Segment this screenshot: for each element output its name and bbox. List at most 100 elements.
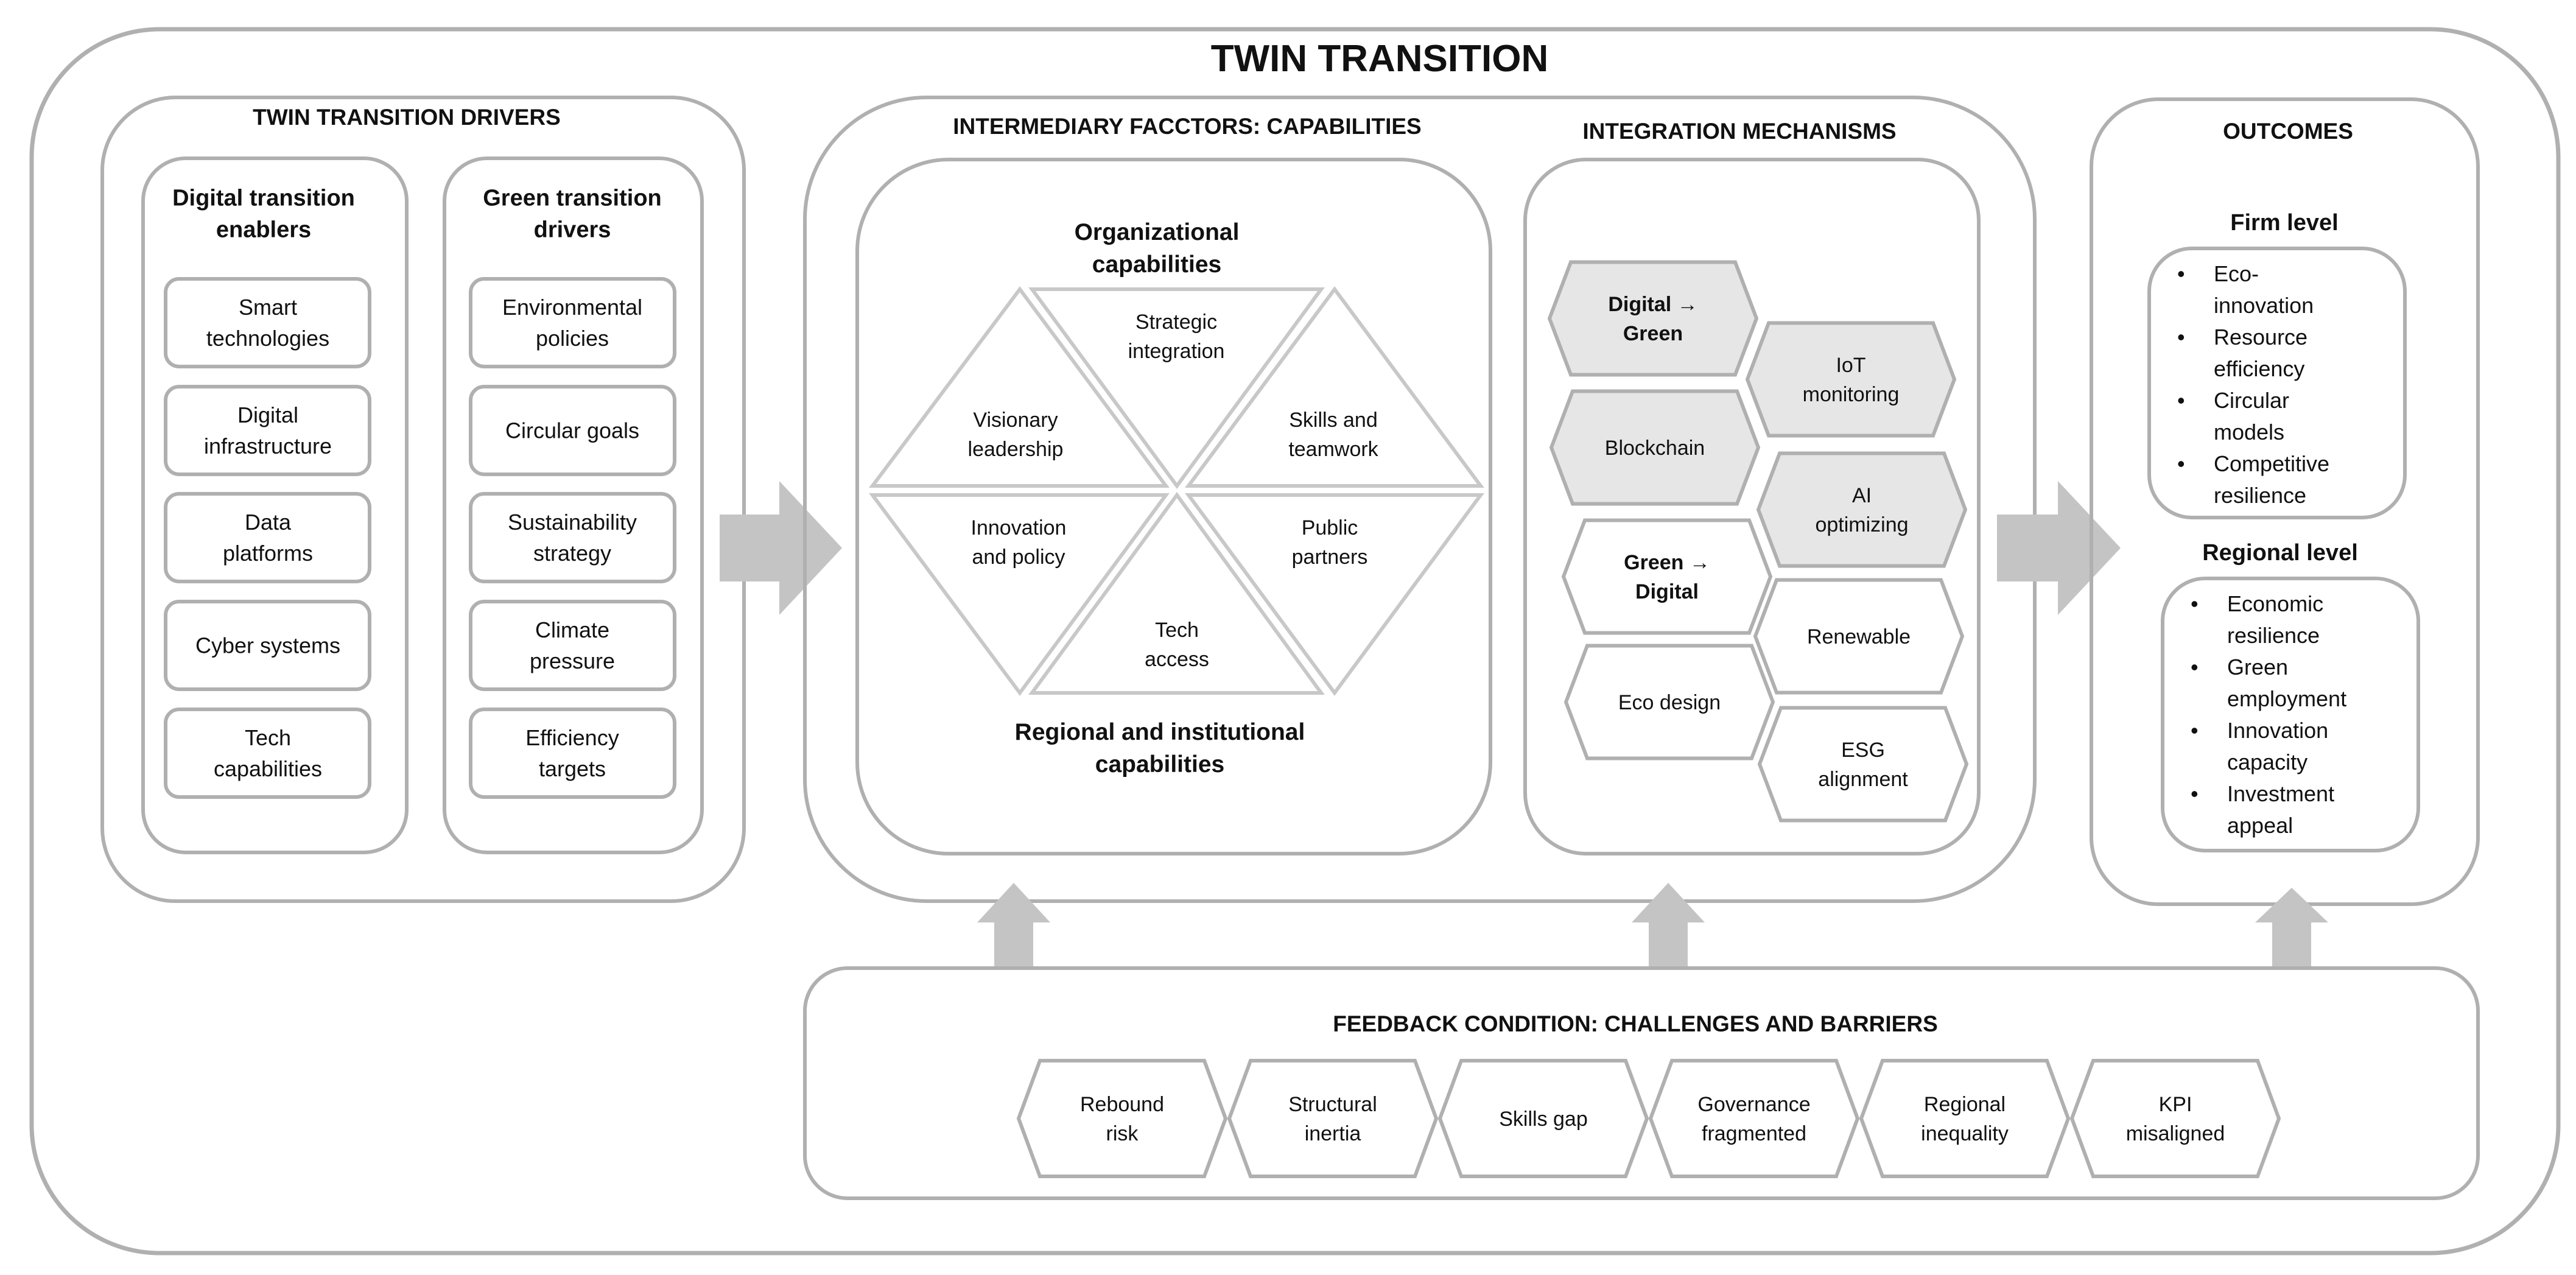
digital-enabler-data-platforms-label-line: Data [245, 510, 292, 535]
feedback-panel [803, 966, 2480, 1200]
integration-green-digital-label-line: Digital [1635, 580, 1699, 603]
digital-enabler-cyber-systems-label: Cyber systems [195, 633, 340, 658]
firm-outcome-resource-efficiency-label-line: Resource [2214, 325, 2308, 349]
organizational-capabilities-label-line: capabilities [1092, 251, 1221, 278]
integration-green-digital-hexagon [1561, 518, 1773, 635]
regional-outcome-innovation-capacity-label-line: Innovation [2227, 718, 2328, 743]
capability-tech-access-triangle [1028, 491, 1325, 695]
barrier-governance-fragmented-hexagon [1648, 1059, 1860, 1178]
diagram-title: TWIN TRANSITION [1211, 38, 1549, 80]
firm-outcome-eco-innovation-label: Eco-innovation [2214, 261, 2314, 318]
firm-outcome-competitive-resilience-label-line: Competitive [2214, 451, 2329, 476]
barrier-skills-gap-label: Skills gap [1499, 1108, 1588, 1131]
green-driver-environmental-policies-label-line: Environmental [502, 295, 642, 320]
integration-ai-optimizing-hexagon [1756, 451, 1968, 568]
digital-enabler-cyber-systems-box [164, 600, 371, 691]
firm-level-heading: Firm level [2230, 210, 2338, 236]
regional-outcome-green-employment-bullet: • [2191, 655, 2199, 680]
integration-digital-green-label-line: Green [1623, 322, 1683, 345]
integration-esg-alignment-label-line: alignment [1818, 768, 1908, 791]
firm-outcome-eco-innovation-label-line: innovation [2214, 293, 2314, 318]
arrow-feedback-to-outcomes [2255, 888, 2328, 968]
integration-eco-design-label-line: Eco design [1618, 691, 1721, 714]
drivers-panel [100, 96, 746, 903]
barrier-governance-fragmented-label-line: fragmented [1702, 1122, 1806, 1145]
digital-enabler-cyber-systems-label-line: Cyber systems [195, 633, 340, 658]
barrier-kpi-misaligned-label-line: KPI [2159, 1093, 2192, 1116]
green-driver-efficiency-targets-box [469, 708, 676, 799]
digital-enabler-tech-capabilities-label-line: Tech [245, 725, 291, 750]
green-driver-efficiency-targets-label-line: Efficiency [525, 725, 619, 750]
green-driver-sustainability-strategy-label-line: strategy [533, 541, 611, 566]
middle-panel [803, 96, 2037, 903]
integration-digital-green-label-line: Digital → [1608, 293, 1697, 316]
green-drivers-heading-line: drivers [534, 217, 611, 242]
integration-renewable-hexagon [1753, 578, 1965, 695]
integration-iot-monitoring-label-line: monitoring [1803, 383, 1900, 406]
green-driver-environmental-policies-label-line: policies [536, 326, 609, 351]
barrier-skills-gap-label-line: Skills gap [1499, 1108, 1588, 1131]
outer-frame [29, 27, 2561, 1256]
capability-skills-and-teamwork-triangle [1185, 286, 1484, 488]
digital-enabler-tech-capabilities-box [164, 708, 371, 799]
digital-enabler-digital-infrastructure-box [164, 385, 371, 476]
integration-eco-design-label: Eco design [1618, 691, 1721, 714]
firm-outcome-competitive-resilience-label-line: resilience [2214, 483, 2306, 508]
barrier-governance-fragmented-label-line: Governance [1697, 1093, 1810, 1116]
green-drivers-heading-line: Green transition [483, 185, 662, 211]
capability-skills-and-teamwork-label-line: Skills and [1289, 409, 1378, 432]
barrier-skills-gap-hexagon [1437, 1059, 1649, 1178]
green-driver-climate-pressure-label-line: pressure [530, 648, 615, 673]
drivers-heading: TWIN TRANSITION DRIVERS [253, 105, 561, 130]
capabilities-heading: INTERMEDIARY FACCTORS: CAPABILITIES [953, 114, 1422, 139]
regional-level-heading: Regional level [2202, 540, 2358, 566]
integration-ai-optimizing-label-line: optimizing [1815, 513, 1908, 536]
integration-green-digital-label-line: Green → [1624, 551, 1710, 574]
green-driver-environmental-policies-label: Environmental policies [502, 295, 642, 351]
regional-outcome-economic-resilience-label-line: resilience [2227, 623, 2320, 648]
digital-enabler-digital-infrastructure-label-line: infrastructure [204, 434, 332, 458]
capability-skills-and-teamwork-label: Skills and teamwork [1288, 409, 1378, 461]
green-driver-climate-pressure-box [469, 600, 676, 691]
firm-outcome-circular-models-bullet: • [2177, 388, 2185, 413]
firm-outcome-competitive-resilience-label: Competitive resilience [2214, 451, 2329, 508]
firm-outcome-circular-models-label-line: Circular [2214, 388, 2289, 413]
organizational-capabilities-label-line: Organizational [1075, 219, 1240, 245]
firm-outcome-eco-innovation-bullet: • [2177, 261, 2185, 286]
green-driver-circular-goals-box [469, 385, 676, 476]
regional-outcome-innovation-capacity-bullet: • [2191, 718, 2199, 743]
integration-digital-green-hexagon [1547, 260, 1759, 377]
green-driver-sustainability-strategy-box [469, 492, 676, 583]
regional-outcome-investment-appeal-label-line: Investment [2227, 781, 2334, 806]
barrier-structural-inertia-label-line: inertia [1305, 1122, 1361, 1145]
barrier-rebound-risk-label-line: Rebound [1080, 1093, 1164, 1116]
capability-strategic-integration-label-line: Strategic [1135, 311, 1217, 334]
organizational-capabilities-label: Organizational capabilities [1075, 219, 1240, 278]
green-driver-circular-goals-label-line: Circular goals [505, 418, 639, 443]
regional-institutional-capabilities-label-line: capabilities [1095, 751, 1224, 778]
capability-skills-and-teamwork-label-line: teamwork [1288, 438, 1378, 461]
integration-renewable-label: Renewable [1807, 625, 1911, 648]
digital-enabler-smart-technologies-label-line: technologies [206, 326, 329, 351]
barrier-rebound-risk-hexagon [1016, 1059, 1228, 1178]
capability-tech-access-label-line: Tech [1155, 619, 1199, 642]
integration-ai-optimizing-label-line: AI [1852, 484, 1872, 507]
barrier-kpi-misaligned-hexagon [2069, 1059, 2281, 1178]
outcomes-heading: OUTCOMES [2223, 119, 2353, 144]
